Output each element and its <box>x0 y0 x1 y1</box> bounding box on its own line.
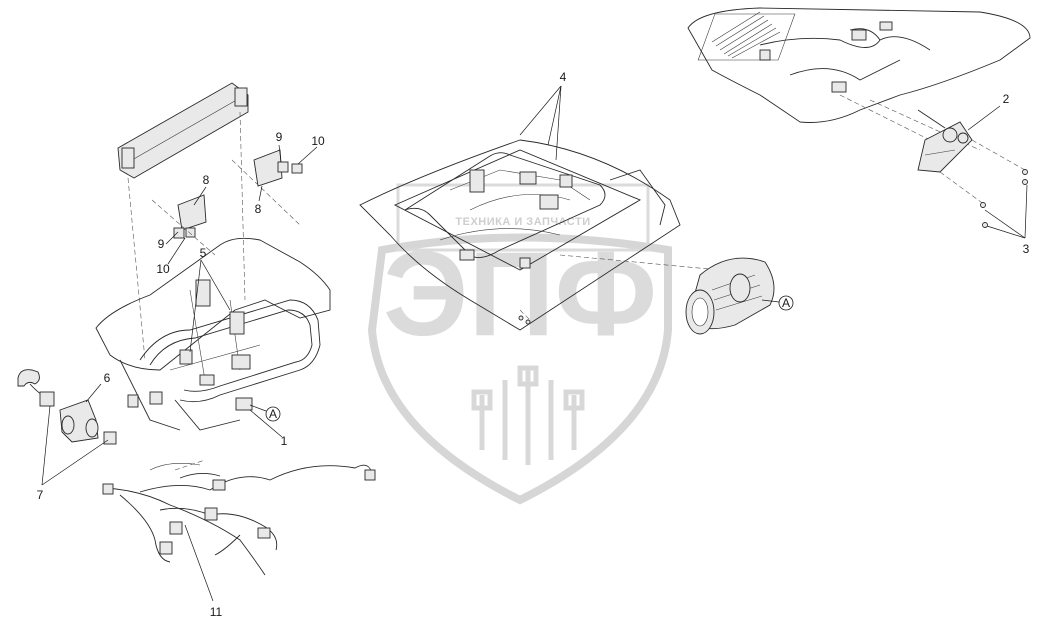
callout-9-lower: 9 <box>158 237 165 251</box>
cab-roof-assembly <box>687 7 1031 151</box>
callout-3: 3 <box>1023 242 1030 256</box>
watermark-wheat-icon <box>471 365 585 465</box>
watermark-letters: ЭПФ <box>383 227 657 361</box>
view-marker-a-left-label: A <box>269 407 277 421</box>
callout-7: 7 <box>37 488 44 502</box>
view-marker-a-right: A <box>761 295 794 311</box>
clip-bracket-upper <box>231 149 303 226</box>
callout-10-lower: 10 <box>156 262 170 276</box>
callout-6: 6 <box>104 371 111 385</box>
view-marker-a-right-label: A <box>782 296 790 310</box>
air-duct-parts <box>17 369 117 445</box>
callout-8-lower: 8 <box>203 173 210 187</box>
callout-5: 5 <box>200 246 207 260</box>
clip-bracket-lower <box>151 194 216 256</box>
callout-labels: 1 2 3 4 5 6 7 8 8 9 9 10 10 11 <box>37 70 1030 619</box>
callout-2: 2 <box>1003 92 1010 106</box>
callout-10-upper: 10 <box>311 134 325 148</box>
callout-1: 1 <box>281 434 288 448</box>
roof-vent-grille <box>697 11 796 61</box>
callout-8-upper: 8 <box>255 202 262 216</box>
central-roof-frame <box>359 139 721 331</box>
view-marker-a-left: A <box>249 404 281 422</box>
callout-11: 11 <box>210 605 223 619</box>
callout-4: 4 <box>560 70 567 84</box>
left-headliner-frame <box>95 237 331 431</box>
watermark: ТЕХНИКА И ЗАПЧАСТИ ЭПФ <box>367 183 672 505</box>
blower-bracket-2 <box>917 109 1028 228</box>
callout-9-upper: 9 <box>276 130 283 144</box>
blower-fan-assembly <box>685 257 775 335</box>
left-upper-bracket <box>117 82 249 361</box>
leader-lines <box>41 85 1028 602</box>
wiring-harness-11 <box>102 459 376 576</box>
